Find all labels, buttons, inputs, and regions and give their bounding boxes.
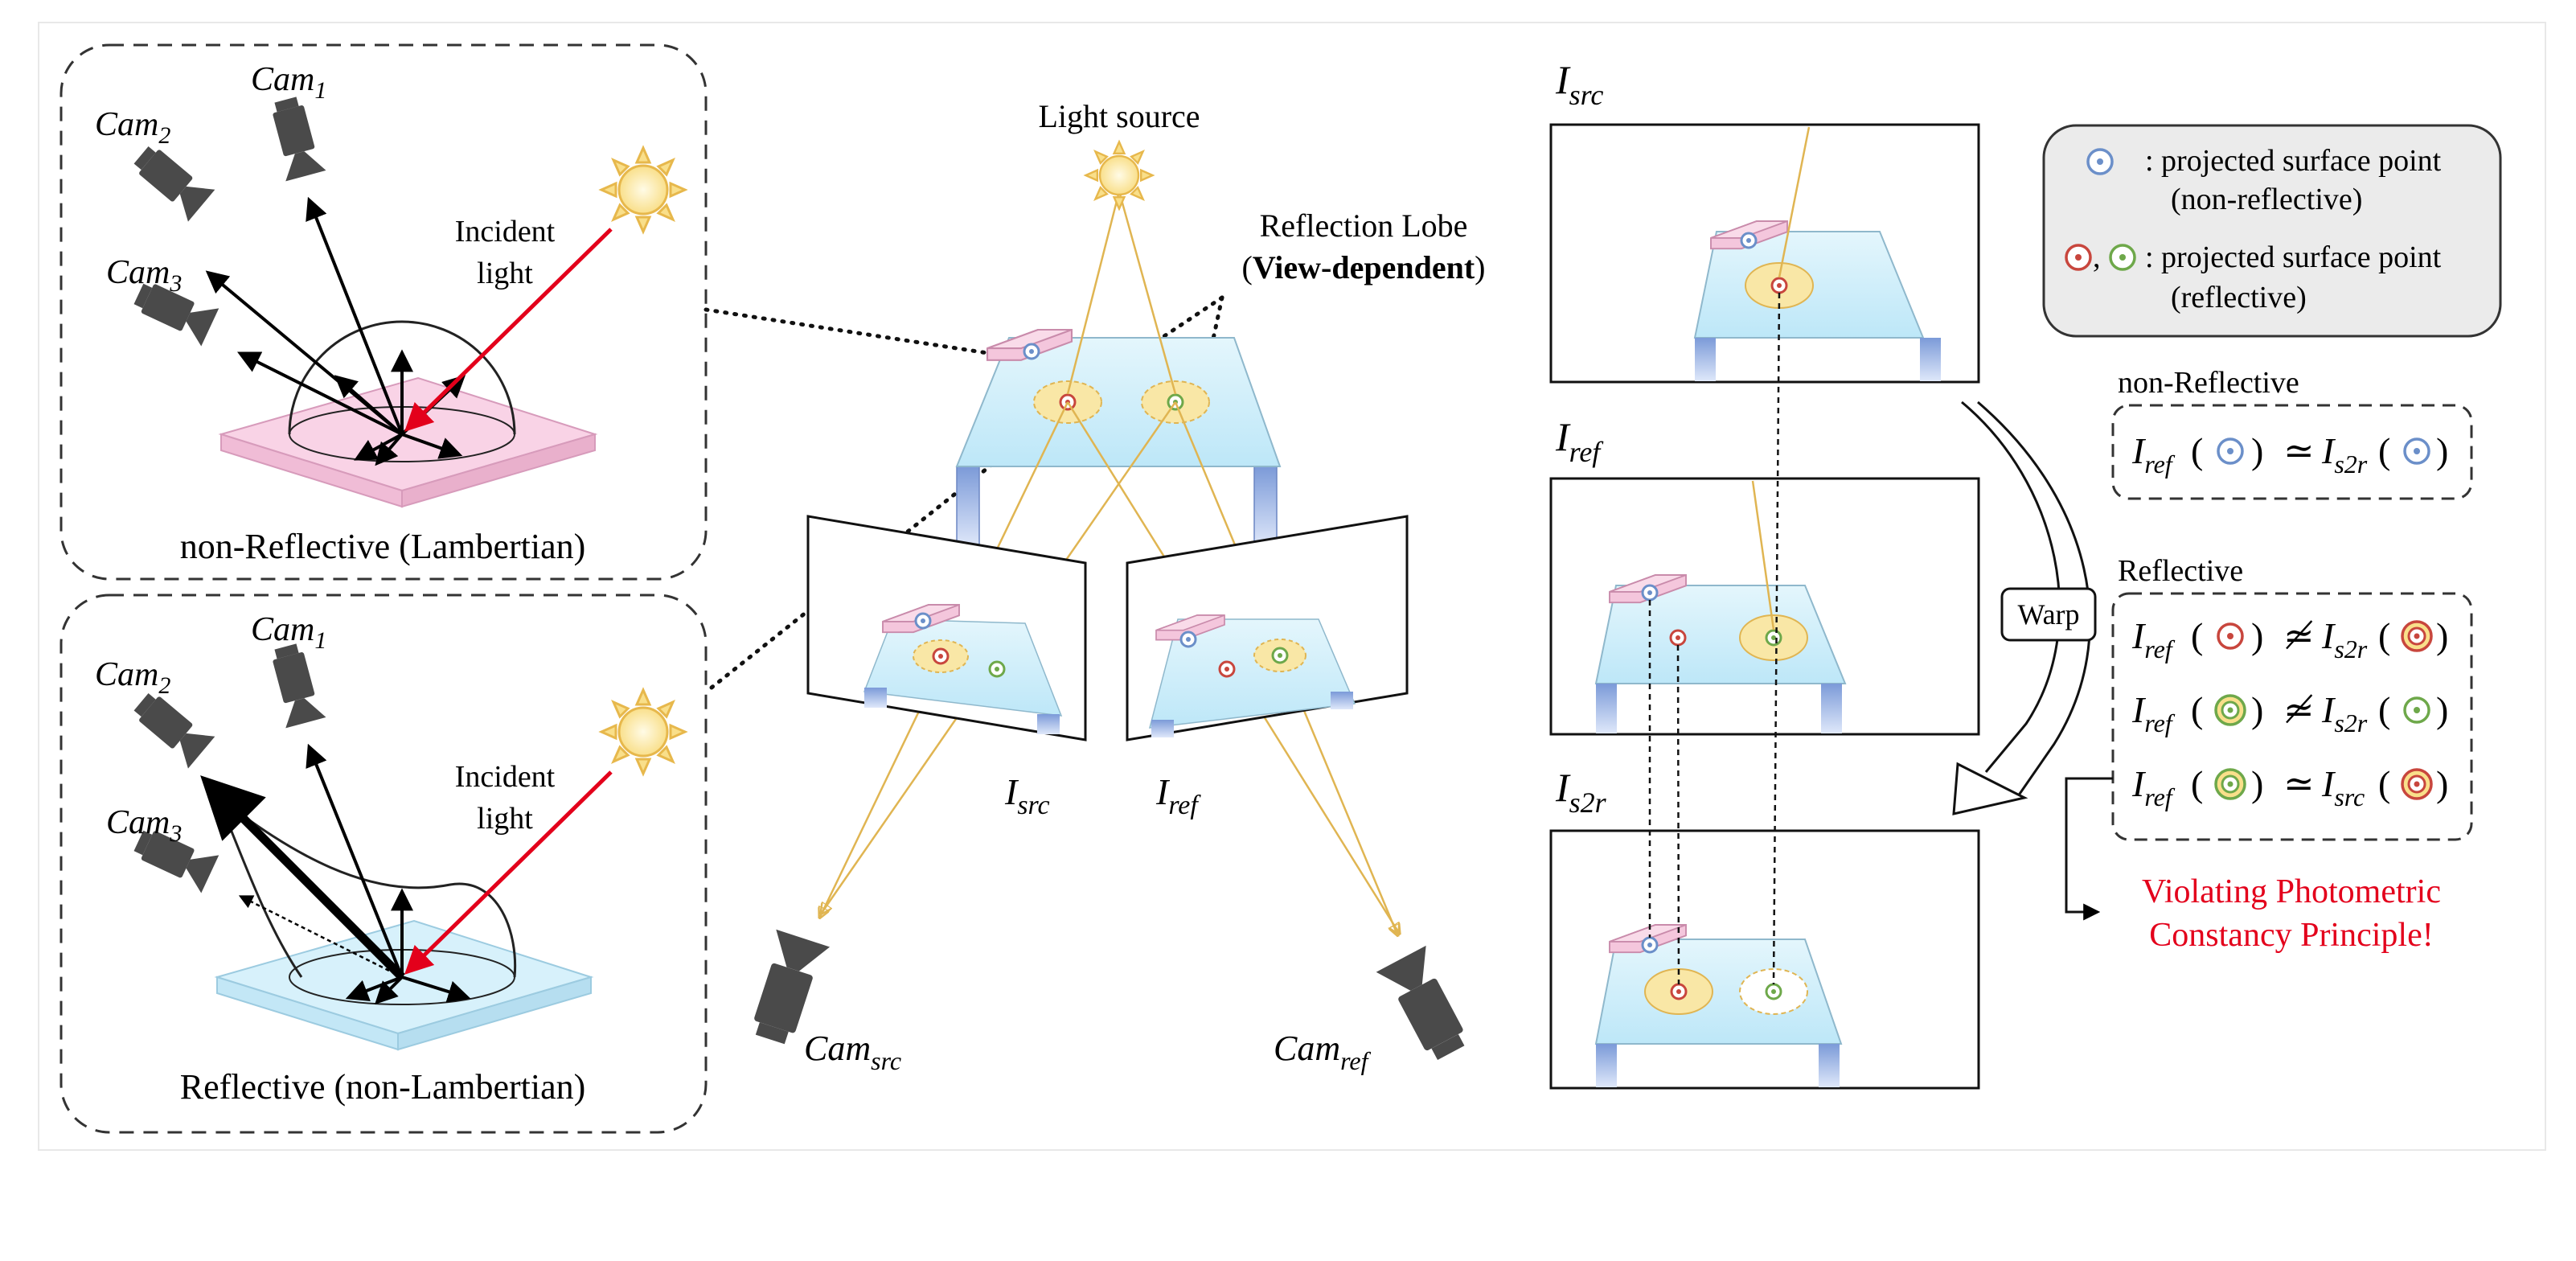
legend-line-2a: : projected surface point [2145,240,2442,274]
incident-light-label-b: Incident [455,760,556,794]
warp-label: Warp [2017,598,2079,630]
violation-line-1: Violating Photometric [2142,873,2441,910]
panel-non-lambertian: Cam1 Cam2 Cam3 Incident light Reflective… [59,594,708,1134]
view-dependent-label: (View-dependent) [1242,249,1486,285]
svg-text:Iref: Iref [2131,689,2176,737]
warp-arrow: Warp [1952,400,2097,815]
i-src-label: Isrc [1004,771,1050,820]
panel-src-label: Isrc [1555,57,1603,111]
cam1-label: Cam1 [251,61,326,104]
src-image-plane [806,515,1087,741]
right-panels: Isrc Iref Is2r [1549,57,2097,1090]
svg-text:): ) [2251,763,2263,804]
violation-line-2: Constancy Principle! [2149,917,2433,954]
eq-reflective-3: Iref ( ) ≃ Isrc ( ) [2131,763,2448,811]
cam2-label-b: Cam2 [95,656,170,699]
panel-ref [1549,477,1980,736]
eq-non-reflective: Iref ( ) ≃ Is2r ( ) [2131,430,2448,479]
cam3-label-b: Cam3 [106,804,182,847]
svg-text:(: ( [2378,430,2390,471]
center-scene: Light source Reflection Lobe (View-depen… [743,98,1485,1075]
cam2-label: Cam2 [95,106,170,149]
svg-text:Is2r: Is2r [2321,430,2368,479]
legend-comma: , [2093,240,2101,274]
legend-line-2b: (reflective) [2171,281,2307,314]
non-lambertian-caption: Reflective (non-Lambertian) [180,1067,586,1107]
svg-text:): ) [2436,615,2448,656]
cam-ref-label: Camref [1274,1029,1372,1075]
svg-text:Is2r: Is2r [2321,689,2368,737]
svg-text:Isrc: Isrc [2321,763,2365,811]
svg-text:(: ( [2378,763,2390,804]
svg-text:(: ( [2191,430,2203,471]
incident-light-label-2: light [477,257,533,290]
svg-text:Is2r: Is2r [2321,615,2368,663]
light-source-label: Light source [1038,98,1200,134]
svg-text:): ) [2251,615,2263,656]
svg-text:Iref: Iref [2131,615,2176,663]
cam1-label-b: Cam1 [251,611,326,654]
svg-text:): ) [2436,689,2448,730]
svg-text:): ) [2436,430,2448,471]
reflection-lobe-label: Reflection Lobe [1260,207,1468,244]
svg-text:): ) [2251,689,2263,730]
svg-text:≄: ≄ [2283,689,2315,730]
svg-text:(: ( [2378,615,2390,656]
panel-s2r-label: Is2r [1555,765,1607,819]
svg-text:(: ( [2191,615,2203,656]
svg-text:(: ( [2191,763,2203,804]
svg-text:(: ( [2378,689,2390,730]
eq-reflective-2: Iref ( ) ≄ Is2r ( ) [2131,689,2448,737]
svg-text:Iref: Iref [2131,763,2176,811]
svg-text:): ) [2436,763,2448,804]
figure-frame [38,22,2546,1151]
legend-line-1b: (non-reflective) [2171,183,2362,216]
panel-s2r [1549,829,1980,1090]
non-reflective-title: non-Reflective [2118,366,2299,400]
incident-light-label: Incident [455,215,556,249]
eq-reflective-1: Iref ( ) ≄ Is2r ( ) [2131,615,2448,663]
panel-ref-label: Iref [1555,414,1604,468]
cam3-label: Cam3 [106,254,182,297]
i-ref-label: Iref [1155,771,1201,820]
svg-text:): ) [2251,430,2263,471]
equations: non-Reflective Iref ( ) ≃ Is2r ( ) Refle… [2065,366,2473,954]
legend-box: : projected surface point (non-reflectiv… [2042,124,2502,338]
svg-text:≃: ≃ [2283,430,2315,471]
svg-text:≃: ≃ [2283,763,2315,804]
svg-text:Iref: Iref [2131,430,2176,479]
svg-text:(: ( [2191,689,2203,730]
reflective-title: Reflective [2118,554,2243,588]
panel-lambertian: Cam1 Cam2 Cam3 Incident light non-Reflec… [59,43,708,581]
ref-image-plane [1126,515,1409,741]
cam-src-label: Camsrc [804,1029,901,1075]
panel-src [1549,123,1980,384]
cam-ref-icon [1376,945,1476,1066]
lambertian-caption: non-Reflective (Lambertian) [180,527,586,566]
svg-text:≄: ≄ [2283,615,2315,656]
legend-line-1a: : projected surface point [2145,144,2442,178]
incident-light-label-b2: light [477,802,533,836]
